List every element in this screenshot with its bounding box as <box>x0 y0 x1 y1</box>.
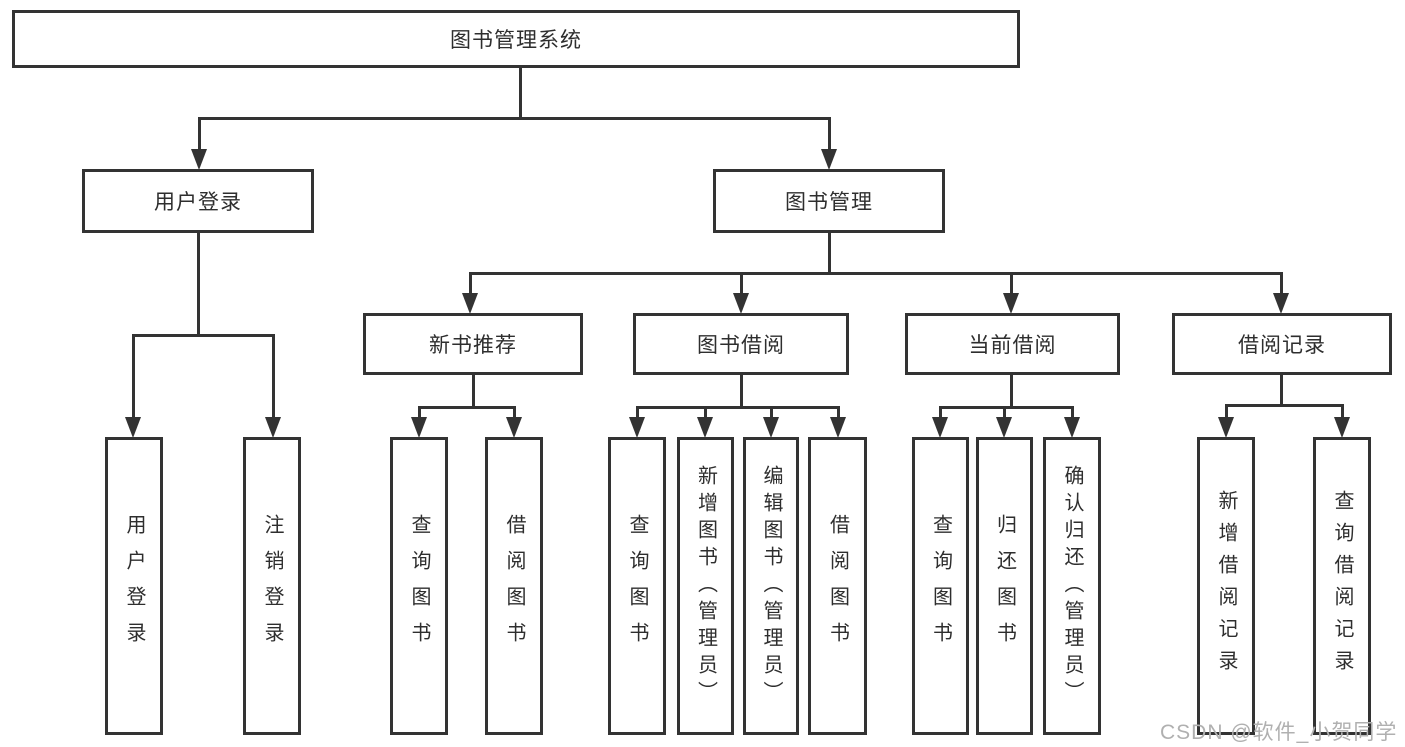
node-borrow-records: 借阅记录 <box>1172 313 1392 375</box>
leaf-borrow-books-recommend: 借阅图书 <box>485 437 543 735</box>
leaf-label: 注销登录 <box>261 514 283 658</box>
arrowhead-down-icon <box>830 417 846 438</box>
leaf-user-login: 用户登录 <box>105 437 163 735</box>
leaf-borrow-books: 借阅图书 <box>808 437 867 735</box>
connector-vline <box>635 407 639 419</box>
connector-vline <box>417 407 421 419</box>
connector-vline <box>518 67 522 118</box>
leaf-logout: 注销登录 <box>243 437 301 735</box>
leaf-query-books-borrow: 查询图书 <box>608 437 666 735</box>
leaf-label: 查询借阅记录 <box>1331 490 1353 682</box>
leaf-label: 查询图书 <box>408 514 430 658</box>
arrowhead-down-icon <box>821 149 837 170</box>
watermark-text: CSDN @软件_小贺同学 <box>1160 721 1398 744</box>
connector-vline <box>468 273 472 295</box>
node-user-login: 用户登录 <box>82 169 314 233</box>
arrowhead-down-icon <box>1218 417 1234 438</box>
arrowhead-down-icon <box>1273 293 1289 314</box>
connector-vline <box>197 118 201 150</box>
arrowhead-down-icon <box>506 417 522 438</box>
connector-vline <box>1009 375 1013 407</box>
connector-vline <box>471 375 475 407</box>
arrowhead-down-icon <box>191 149 207 170</box>
connector-hline <box>468 271 1283 275</box>
connector-vline <box>271 335 275 418</box>
connector-hline <box>197 116 831 120</box>
arrowhead-down-icon <box>1334 417 1350 438</box>
node-current-borrow: 当前借阅 <box>905 313 1120 375</box>
arrowhead-down-icon <box>1003 293 1019 314</box>
leaf-query-books-recommend: 查询图书 <box>390 437 448 735</box>
arrowhead-down-icon <box>697 417 713 438</box>
leaf-label: 新增图书（管理员） <box>694 464 717 708</box>
leaf-label: 借阅图书 <box>826 514 849 658</box>
leaf-label: 查询图书 <box>626 514 648 658</box>
connector-hline <box>1224 403 1344 407</box>
arrowhead-down-icon <box>462 293 478 314</box>
leaf-label: 新增借阅记录 <box>1215 490 1237 682</box>
leaf-query-borrow-record: 查询借阅记录 <box>1313 437 1371 735</box>
leaf-return-books: 归还图书 <box>976 437 1033 735</box>
leaf-label: 查询图书 <box>929 514 952 658</box>
leaf-label: 编辑图书（管理员） <box>760 464 782 708</box>
leaf-add-books-admin: 新增图书（管理员） <box>677 437 734 735</box>
leaf-label: 确认归还（管理员） <box>1061 464 1083 708</box>
connector-hline <box>938 405 1074 409</box>
leaf-label: 借阅图书 <box>503 514 525 658</box>
connector-vline <box>1009 273 1013 295</box>
connector-vline <box>739 375 743 407</box>
arrowhead-down-icon <box>411 417 427 438</box>
leaf-add-borrow-record: 新增借阅记录 <box>1197 437 1255 735</box>
leaf-query-books-current: 查询图书 <box>912 437 969 735</box>
node-book-borrow: 图书借阅 <box>633 313 849 375</box>
arrowhead-down-icon <box>1064 417 1080 438</box>
leaf-label: 用户登录 <box>123 514 145 658</box>
connector-vline <box>1340 405 1344 419</box>
node-book-management: 图书管理 <box>713 169 945 233</box>
arrowhead-down-icon <box>733 293 749 314</box>
connector-vline <box>1002 407 1006 419</box>
leaf-label: 归还图书 <box>993 514 1016 658</box>
connector-vline <box>196 232 200 336</box>
connector-vline <box>512 407 516 419</box>
node-new-book-recommend: 新书推荐 <box>363 313 583 375</box>
connector-vline <box>938 407 942 419</box>
connector-vline <box>1224 405 1228 419</box>
connector-vline <box>1279 273 1283 295</box>
leaf-edit-books-admin: 编辑图书（管理员） <box>743 437 799 735</box>
arrowhead-down-icon <box>265 417 281 438</box>
connector-vline <box>1279 375 1283 405</box>
connector-vline <box>703 407 707 419</box>
arrowhead-down-icon <box>763 417 779 438</box>
connector-vline <box>827 232 831 273</box>
arrowhead-down-icon <box>125 417 141 438</box>
node-library-system: 图书管理系统 <box>12 10 1020 68</box>
connector-vline <box>131 335 135 418</box>
arrowhead-down-icon <box>932 417 948 438</box>
connector-vline <box>739 273 743 295</box>
connector-hline <box>131 333 275 337</box>
connector-vline <box>1070 407 1074 419</box>
connector-vline <box>827 118 831 150</box>
connector-hline <box>635 405 840 409</box>
arrowhead-down-icon <box>996 417 1012 438</box>
connector-vline <box>836 407 840 419</box>
connector-vline <box>769 407 773 419</box>
leaf-confirm-return-admin: 确认归还（管理员） <box>1043 437 1101 735</box>
connector-hline <box>417 405 516 409</box>
arrowhead-down-icon <box>629 417 645 438</box>
